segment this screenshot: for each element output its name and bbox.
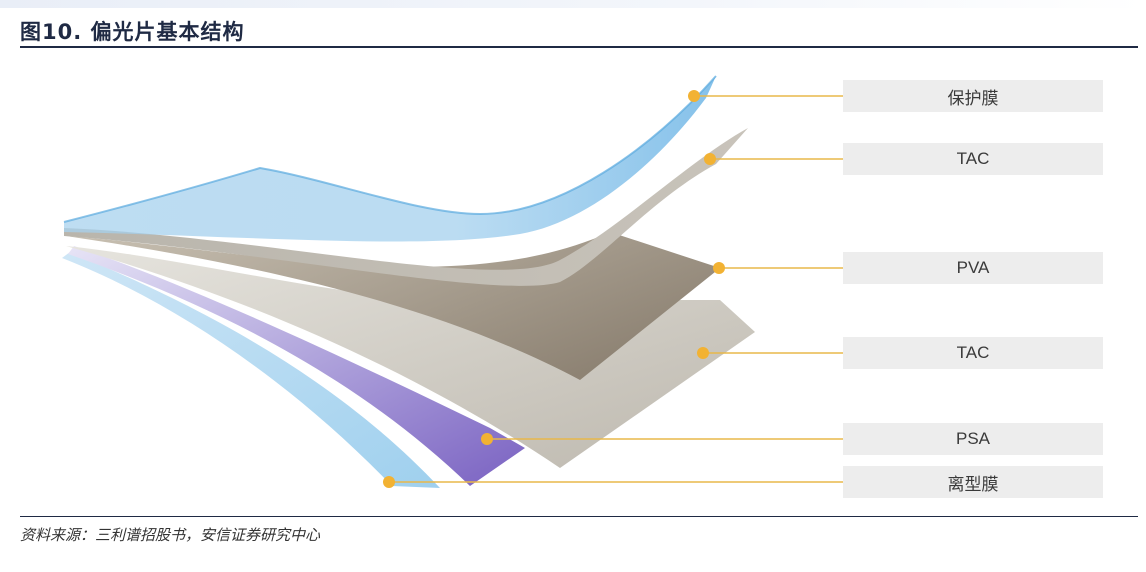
protective-film-layer <box>64 76 716 242</box>
callout-tac-upper <box>704 153 843 165</box>
title-rule <box>20 46 1138 48</box>
release-film-layer <box>62 252 440 488</box>
callout-tac-lower <box>697 347 843 359</box>
figure-title: 图10. 偏光片基本结构 <box>20 20 245 44</box>
label-tac-upper: TAC <box>843 143 1103 175</box>
callout-pva <box>713 262 843 274</box>
source-note: 资料来源：三利谱招股书，安信证券研究中心 <box>20 526 321 544</box>
label-tac-lower: TAC <box>843 337 1103 369</box>
callout-release-film <box>383 476 843 488</box>
label-pva: PVA <box>843 252 1103 284</box>
source-rule <box>20 516 1138 517</box>
callout-protective-film <box>688 90 843 102</box>
label-release-film: 离型膜 <box>843 466 1103 498</box>
tac-upper-layer <box>64 128 748 286</box>
label-protective-film: 保护膜 <box>843 80 1103 112</box>
psa-layer <box>68 246 525 486</box>
label-psa: PSA <box>843 423 1103 455</box>
callout-psa <box>481 433 843 445</box>
top-decor-band <box>0 0 1146 8</box>
